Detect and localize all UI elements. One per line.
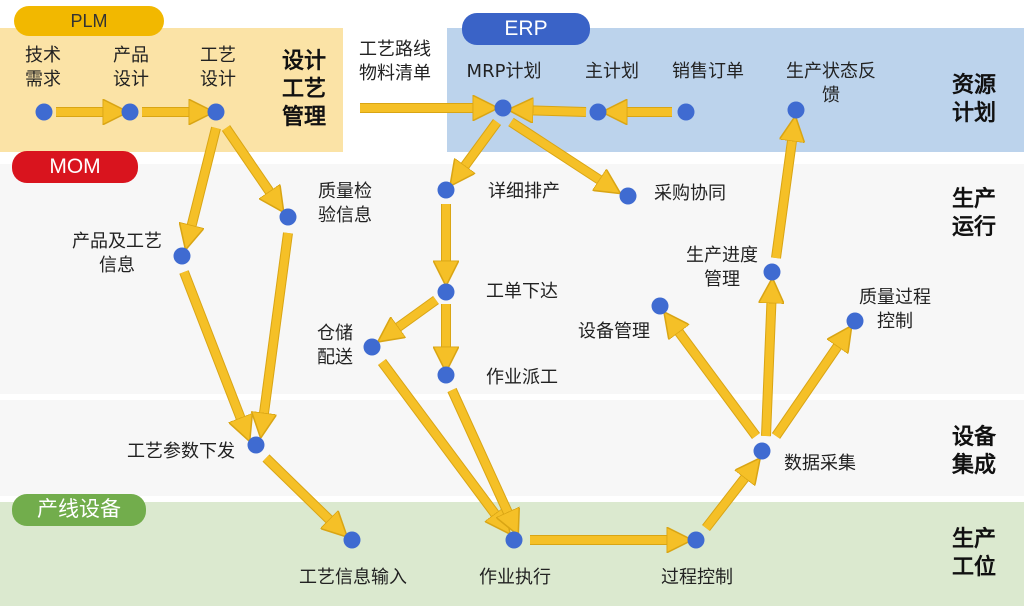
equipment-zone <box>0 400 1024 496</box>
node-dot-feedback <box>787 101 805 119</box>
node-dot-progress <box>763 263 781 281</box>
flow-arrow <box>188 127 220 240</box>
node-dot-qctrl <box>846 312 864 330</box>
label-process-control: 过程控制 <box>661 567 733 588</box>
flow-arrow <box>180 270 246 432</box>
node-dot-collect <box>753 442 771 460</box>
flow-arrows <box>56 108 846 540</box>
label-route-bom: 工艺路线 物料清单 <box>359 39 431 84</box>
label-detailed-scheduling: 详细排产 <box>488 181 560 202</box>
label-tech-requirement: 技术 需求 <box>25 45 61 90</box>
flow-arrow <box>766 288 772 437</box>
node-dot-tech <box>35 103 53 121</box>
operation-zone <box>0 164 1024 394</box>
label-quality-inspection: 质量检 验信息 <box>318 181 372 226</box>
label-data-collection: 数据采集 <box>784 453 856 474</box>
label-equipment-mgmt: 设备管理 <box>578 321 650 342</box>
node-dot-mrp <box>494 99 512 117</box>
label-execution: 作业执行 <box>479 567 551 588</box>
plm-badge: PLM <box>14 6 164 36</box>
flow-arrow <box>772 334 846 439</box>
flow-arrow <box>378 359 504 526</box>
label-warehouse: 仓储 配送 <box>317 323 353 368</box>
label-process-input: 工艺信息输入 <box>299 567 407 588</box>
label-product-design: 产品 设计 <box>113 45 149 90</box>
flow-arrow <box>508 118 612 188</box>
flow-arrow <box>448 388 514 526</box>
node-dot-param <box>247 436 265 454</box>
label-purchase: 采购协同 <box>654 183 726 204</box>
layer-station: 生产 工位 <box>951 527 996 580</box>
flow-nodes <box>35 99 864 549</box>
label-work-order: 工单下达 <box>486 281 558 302</box>
node-dot-dispatch <box>437 366 455 384</box>
flow-arrow <box>262 232 292 428</box>
node-dot-warehouse <box>363 338 381 356</box>
erp-zone <box>447 28 1024 152</box>
node-dot-sched <box>437 181 455 199</box>
label-quality-control: 质量过程 控制 <box>859 287 931 332</box>
node-dot-prod <box>121 103 139 121</box>
node-dot-equip <box>651 297 669 315</box>
mom-badge: MOM <box>12 151 138 183</box>
flow-arrow <box>386 296 439 336</box>
label-param-download: 工艺参数下发 <box>127 441 235 462</box>
node-dot-master <box>589 103 607 121</box>
node-dot-pctrl <box>687 531 705 549</box>
erp-badge: ERP <box>462 13 590 45</box>
flow-arrow <box>222 125 278 204</box>
label-progress: 生产进度 管理 <box>686 245 758 290</box>
plm-zone <box>0 28 343 152</box>
label-master-plan: 主计划 <box>585 61 639 82</box>
label-dispatch: 作业派工 <box>486 367 558 388</box>
line-equipment-badge: 产线设备 <box>12 494 146 526</box>
node-dot-workorder <box>437 283 455 301</box>
flow-arrow <box>772 126 794 259</box>
layer-design: 设计 工艺 管理 <box>281 49 326 130</box>
layer-resource: 资源 计划 <box>951 73 996 126</box>
node-dot-sales <box>677 103 695 121</box>
layer-equipment: 设备 集成 <box>951 425 996 478</box>
flow-arrow <box>518 110 587 112</box>
flow-arrow <box>456 119 501 178</box>
flow-arrow <box>263 455 340 530</box>
node-dot-exec <box>505 531 523 549</box>
node-dot-pinput <box>343 531 361 549</box>
label-mrp: MRP计划 <box>466 61 542 82</box>
label-sales-order: 销售订单 <box>672 61 744 82</box>
node-dot-prodinfo <box>173 247 191 265</box>
layer-operation: 生产 运行 <box>951 187 996 240</box>
node-dot-purchase <box>619 187 637 205</box>
label-product-process-info: 产品及工艺 信息 <box>72 231 162 276</box>
flow-arrow <box>670 320 760 439</box>
node-dot-proc <box>207 103 225 121</box>
node-dot-quality <box>279 208 297 226</box>
label-status-feedback: 生产状态反 馈 <box>786 61 876 106</box>
flow-arrow <box>702 466 754 531</box>
label-process-design: 工艺 设计 <box>200 45 236 90</box>
